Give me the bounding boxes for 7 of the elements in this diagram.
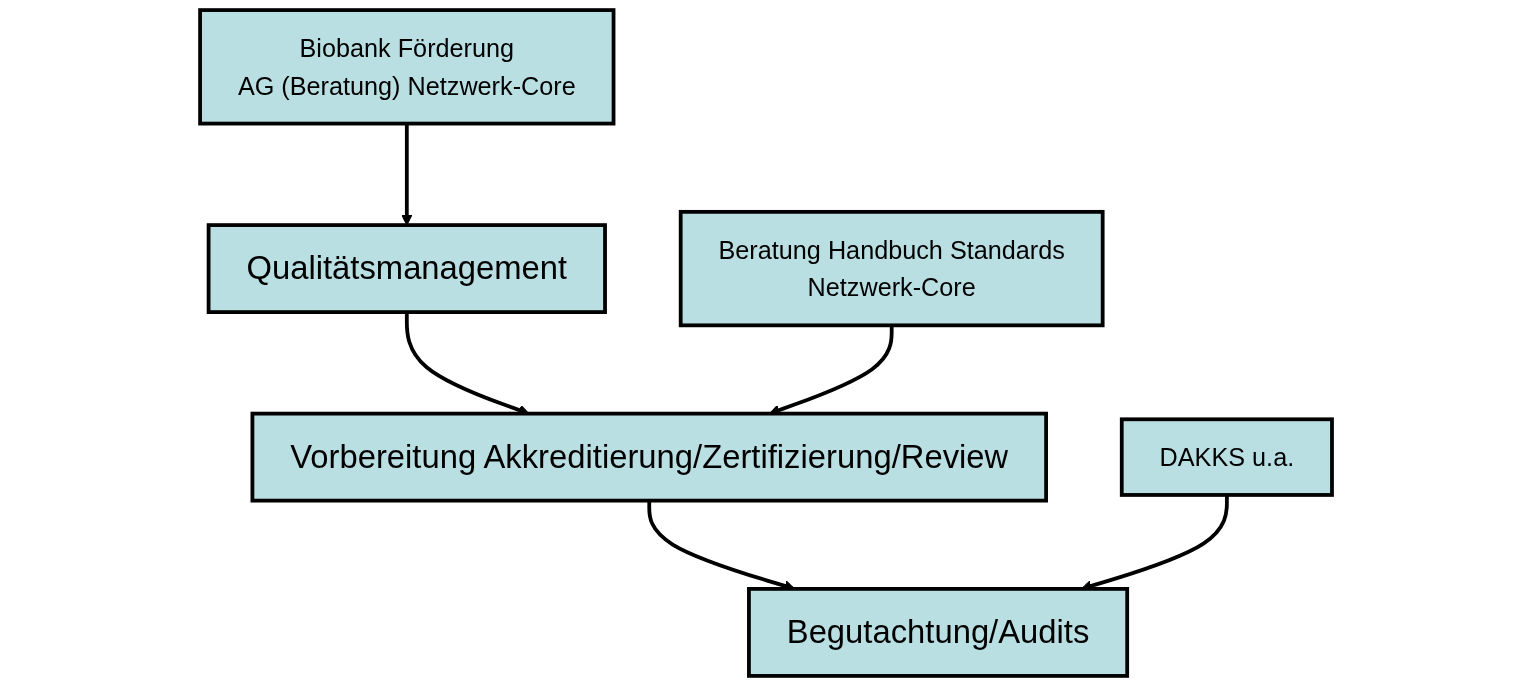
node-box: Biobank Förderung AG (Beratung) Netzwerk-Core xyxy=(198,8,616,126)
node-box: DAKKS u.a. xyxy=(1120,417,1335,497)
node-box: Beratung Handbuch Standards Netzwerk-Core xyxy=(679,209,1106,328)
node-box: Qualitätsmanagement xyxy=(207,223,608,314)
arrow xyxy=(401,123,413,226)
node-box: Vorbereitung Akkreditierung/Zertifizierung/Review xyxy=(250,411,1049,503)
node-box: Begutachtung/Audits xyxy=(747,587,1130,678)
